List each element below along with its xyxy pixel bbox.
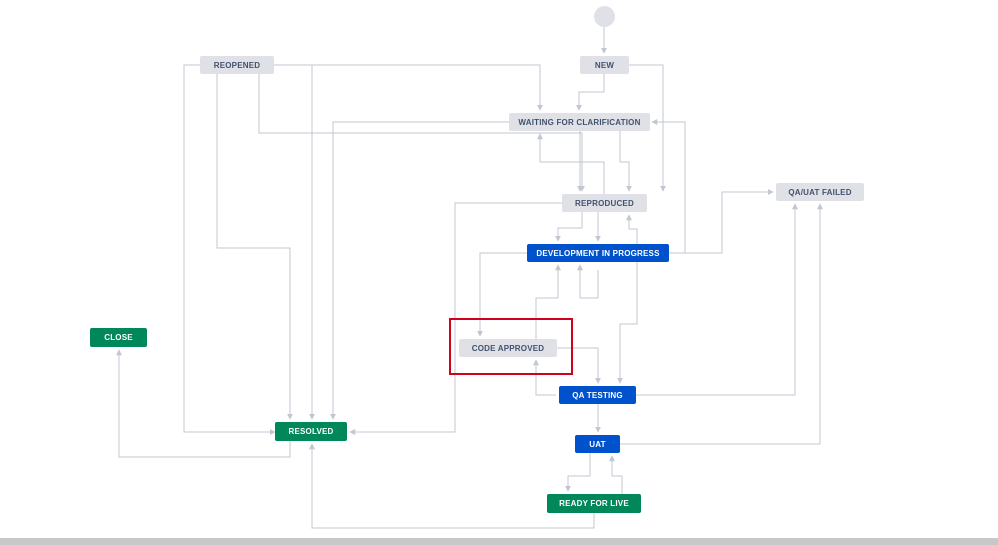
status-new[interactable]: NEW bbox=[580, 56, 629, 74]
transition-arrow bbox=[576, 74, 605, 111]
transition-arrow bbox=[629, 64, 666, 192]
status-label: WAITING FOR CLARIFICATION bbox=[518, 117, 641, 127]
status-development-in-progress[interactable]: DEVELOPMENT IN PROGRESS bbox=[527, 244, 669, 262]
horizontal-scrollbar[interactable] bbox=[0, 538, 998, 545]
status-label: CLOSE bbox=[104, 333, 133, 342]
status-label: RESOLVED bbox=[288, 427, 334, 436]
transition-arrow bbox=[619, 131, 632, 192]
status-qa-testing[interactable]: QA TESTING bbox=[559, 386, 636, 404]
transition-arrow bbox=[477, 252, 527, 337]
transition-arrow bbox=[183, 64, 276, 435]
status-reopened[interactable]: REOPENED bbox=[200, 56, 274, 74]
transition-arrow bbox=[555, 212, 583, 242]
status-reproduced[interactable]: REPRODUCED bbox=[562, 194, 647, 212]
transition-arrow bbox=[349, 202, 562, 435]
transition-arrow bbox=[330, 121, 509, 420]
transition-arrow bbox=[258, 74, 585, 192]
status-label: NEW bbox=[594, 60, 615, 70]
transition-arrow bbox=[537, 133, 605, 194]
status-close[interactable]: CLOSE bbox=[90, 328, 147, 347]
status-resolved[interactable]: RESOLVED bbox=[275, 422, 347, 441]
transition-arrow bbox=[565, 453, 591, 492]
status-qa-uat-failed[interactable]: QA/UAT FAILED bbox=[776, 183, 864, 201]
status-label: DEVELOPMENT IN PROGRESS bbox=[536, 248, 660, 258]
transition-arrow bbox=[609, 455, 623, 494]
status-ready-for-live[interactable]: READY FOR LIVE bbox=[547, 494, 641, 513]
transition-arrow bbox=[620, 203, 823, 445]
transition-arrow bbox=[617, 262, 638, 384]
transition-arrow bbox=[577, 264, 599, 299]
transition-arrow bbox=[533, 359, 556, 396]
highlight-box-code-approved bbox=[449, 318, 573, 375]
status-label: REOPENED bbox=[213, 60, 261, 70]
transition-arrow bbox=[651, 119, 686, 254]
transition-arrow bbox=[669, 189, 774, 254]
status-uat[interactable]: UAT bbox=[575, 435, 620, 453]
transition-arrow bbox=[274, 64, 543, 111]
transition-arrow bbox=[557, 347, 601, 384]
status-label: QA TESTING bbox=[572, 390, 623, 400]
transition-arrow bbox=[636, 203, 798, 396]
transition-arrow bbox=[309, 443, 595, 529]
transition-arrow bbox=[216, 74, 293, 420]
status-waiting-for-clarification[interactable]: WAITING FOR CLARIFICATION bbox=[509, 113, 650, 131]
status-label: UAT bbox=[589, 439, 606, 449]
status-label: QA/UAT FAILED bbox=[788, 187, 852, 197]
status-code-approved[interactable]: CODE APPROVED bbox=[459, 339, 557, 357]
start-node[interactable] bbox=[594, 6, 615, 27]
status-label: REPRODUCED bbox=[575, 198, 634, 208]
status-label: READY FOR LIVE bbox=[559, 499, 629, 508]
status-label: CODE APPROVED bbox=[471, 343, 545, 353]
transition-arrow bbox=[626, 214, 638, 244]
transition-arrow bbox=[116, 349, 291, 458]
